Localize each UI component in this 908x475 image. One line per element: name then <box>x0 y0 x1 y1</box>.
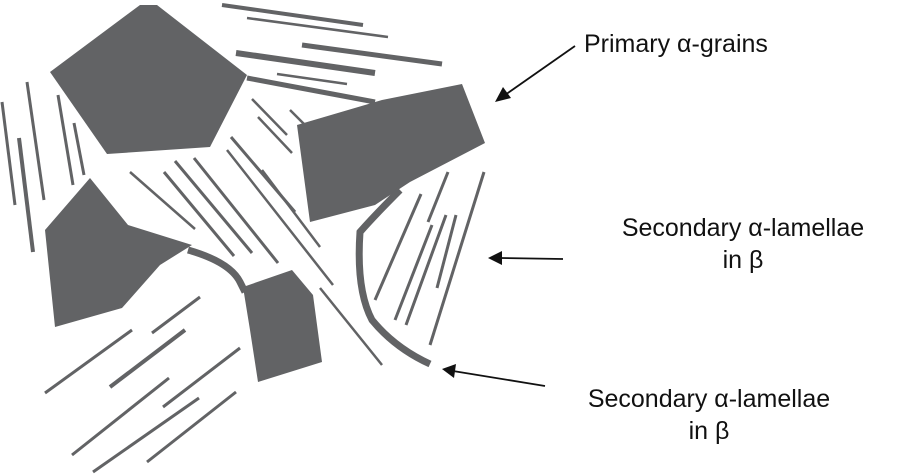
primary-alpha-grain <box>243 270 322 382</box>
arrow-secondary-2 <box>442 364 546 387</box>
primary-alpha-grain <box>297 84 485 222</box>
primary-alpha-grain <box>50 5 247 154</box>
arrow-secondary-1 <box>488 251 564 265</box>
label-line: Secondary α-lamellae <box>621 214 865 242</box>
label-line: in β <box>722 246 764 274</box>
label-secondary-lamellae-1: Secondary α-lamellae in β <box>580 212 906 276</box>
grain-boundary-lamella <box>355 187 432 368</box>
label-line: in β <box>688 417 730 445</box>
primary-alpha-grain <box>45 178 192 327</box>
alpha-lamellae <box>0 3 486 474</box>
label-line: Secondary α-lamellae <box>587 385 831 413</box>
grain-boundary-lamella <box>187 246 249 294</box>
label-secondary-lamellae-2: Secondary α-lamellae in β <box>546 383 872 447</box>
arrow-primary <box>495 45 576 102</box>
label-primary-alpha-grains: Primary α-grains <box>584 30 768 58</box>
